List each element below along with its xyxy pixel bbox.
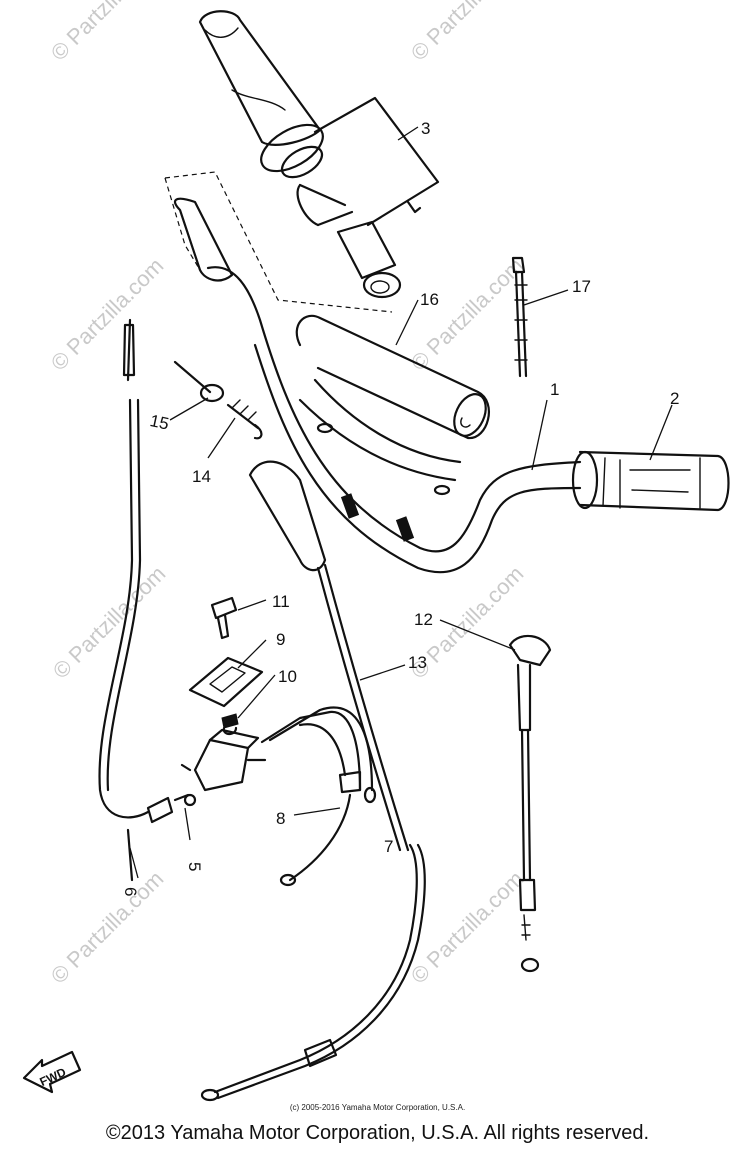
right-grip: [571, 450, 730, 512]
fitting: [221, 713, 239, 736]
handlebar: [206, 266, 582, 574]
callout-6: 6: [121, 887, 140, 896]
watermark-1: © Partzilla.com: [46, 0, 169, 66]
left-cable: [98, 318, 197, 882]
choke-cable: [200, 843, 426, 1102]
callout-9: 9: [276, 630, 285, 649]
fwd-label: FWD: [37, 1065, 68, 1089]
callout-16: 16: [420, 290, 439, 309]
callout-12: 12: [414, 610, 433, 629]
mounting-outline: [164, 171, 393, 313]
watermark-4: © Partzilla.com: [406, 253, 529, 376]
callout-15: 15: [148, 411, 170, 434]
callout-13: 13: [408, 653, 427, 672]
watermark-5: © Partzilla.com: [48, 561, 171, 684]
callout-5: 5: [185, 862, 204, 871]
bracket-plate: [188, 656, 264, 708]
callout-10: 10: [278, 667, 297, 686]
callout-14: 14: [192, 467, 211, 486]
watermark-2: © Partzilla.com: [406, 0, 529, 66]
bolt: [210, 596, 238, 640]
throttle-grip-assembly: [198, 10, 440, 299]
switch-housing: [180, 706, 377, 887]
callout-8: 8: [276, 809, 285, 828]
callout-11: 11: [272, 592, 290, 611]
cable-tie: [511, 256, 528, 378]
throttle-cable: [248, 460, 410, 852]
copyright-main: ©2013 Yamaha Motor Corporation, U.S.A. A…: [105, 1122, 650, 1144]
clamp-hardware: [173, 360, 263, 440]
callout-17: 17: [572, 277, 591, 296]
clutch-cable: [508, 634, 552, 973]
callout-labels: 1 2 3 5 6 7 8 9 10 11 12 13 14 15 16 17: [121, 119, 679, 896]
callout-2: 2: [670, 389, 679, 408]
watermark-7: © Partzilla.com: [46, 866, 169, 989]
callout-3: 3: [421, 119, 430, 138]
fwd-arrow-icon: FWD: [22, 1050, 82, 1094]
copyright-small: (c) 2005-2016 Yamaha Motor Corporation, …: [289, 1103, 466, 1112]
watermark-3: © Partzilla.com: [46, 253, 169, 376]
callout-1: 1: [550, 380, 559, 399]
crossbar-pad: [295, 314, 490, 440]
leader-lines: [129, 126, 673, 879]
callout-7: 7: [384, 837, 393, 856]
watermarks: © Partzilla.com © Partzilla.com © Partzi…: [46, 0, 529, 989]
